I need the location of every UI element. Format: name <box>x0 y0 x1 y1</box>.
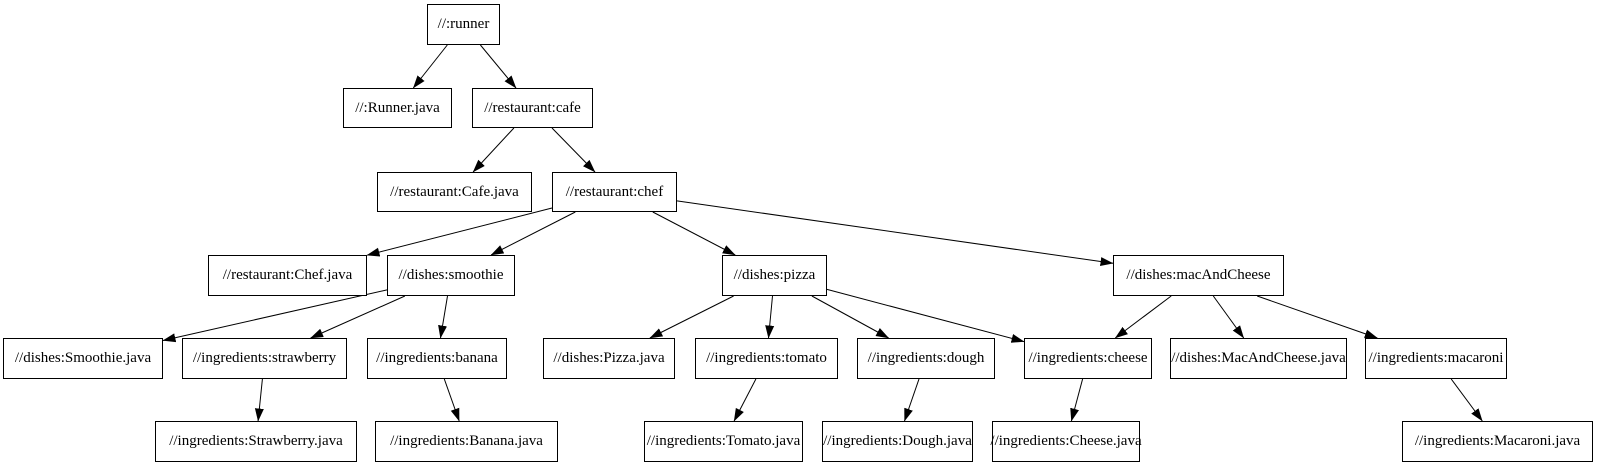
node-runner: //:runner <box>427 4 500 45</box>
edge-mac-and-cheese-to-cheese <box>1114 295 1172 339</box>
node-mac-and-cheese-java: //dishes:MacAndCheese.java <box>1170 338 1347 379</box>
node-pizza-java: //dishes:Pizza.java <box>543 338 675 379</box>
node-banana: //ingredients:banana <box>367 338 507 379</box>
edge-runner-to-cafe <box>480 44 517 89</box>
node-strawberry: //ingredients:strawberry <box>182 338 347 379</box>
node-smoothie: //dishes:smoothie <box>387 255 515 296</box>
edge-banana-to-banana-java <box>443 378 460 422</box>
node-runner-java: //:Runner.java <box>343 88 452 128</box>
edge-strawberry-to-strawberry-java <box>254 378 264 422</box>
node-macaroni-java: //ingredients:Macaroni.java <box>1402 421 1593 462</box>
edge-chef-to-smoothie <box>490 211 576 256</box>
node-strawberry-java: //ingredients:Strawberry.java <box>155 421 357 462</box>
edge-pizza-to-cheese <box>826 288 1025 343</box>
edge-pizza-to-pizza-java <box>649 295 734 339</box>
edge-chef-to-mac-and-cheese <box>676 200 1114 266</box>
node-banana-java: //ingredients:Banana.java <box>375 421 558 462</box>
node-cafe-java: //restaurant:Cafe.java <box>377 172 532 212</box>
node-chef-java: //restaurant:Chef.java <box>208 255 367 296</box>
node-tomato-java: //ingredients:Tomato.java <box>644 421 803 462</box>
node-cafe: //restaurant:cafe <box>472 88 593 128</box>
edge-cafe-to-cafe-java <box>472 127 515 173</box>
node-cheese-java: //ingredients:Cheese.java <box>990 421 1142 462</box>
node-pizza: //dishes:pizza <box>722 255 827 296</box>
edge-mac-and-cheese-to-mac-and-cheese-java <box>1212 295 1245 339</box>
edge-chef-to-chef-java <box>366 207 553 257</box>
node-macaroni: //ingredients:macaroni <box>1365 338 1507 379</box>
node-chef: //restaurant:chef <box>552 172 677 212</box>
edge-mac-and-cheese-to-macaroni <box>1257 295 1378 339</box>
edge-smoothie-to-strawberry <box>310 295 406 339</box>
node-cheese: //ingredients:cheese <box>1024 338 1152 379</box>
node-tomato: //ingredients:tomato <box>695 338 838 379</box>
edge-cafe-to-chef <box>551 127 596 173</box>
edge-pizza-to-dough <box>811 295 890 339</box>
node-dough: //ingredients:dough <box>857 338 995 379</box>
edge-pizza-to-tomato <box>765 295 775 339</box>
edge-runner-to-runner-java <box>412 44 448 89</box>
edge-cheese-to-cheese-java <box>1070 378 1084 422</box>
node-smoothie-java: //dishes:Smoothie.java <box>3 338 163 379</box>
node-dough-java: //ingredients:Dough.java <box>822 421 973 462</box>
edge-macaroni-to-macaroni-java <box>1450 378 1483 422</box>
edge-tomato-to-tomato-java <box>733 378 757 422</box>
node-mac-and-cheese: //dishes:macAndCheese <box>1113 255 1284 296</box>
edge-chef-to-pizza <box>652 211 736 256</box>
edge-dough-to-dough-java <box>904 378 920 422</box>
edge-smoothie-to-smoothie-java <box>162 289 388 343</box>
edge-smoothie-to-banana <box>438 295 448 339</box>
